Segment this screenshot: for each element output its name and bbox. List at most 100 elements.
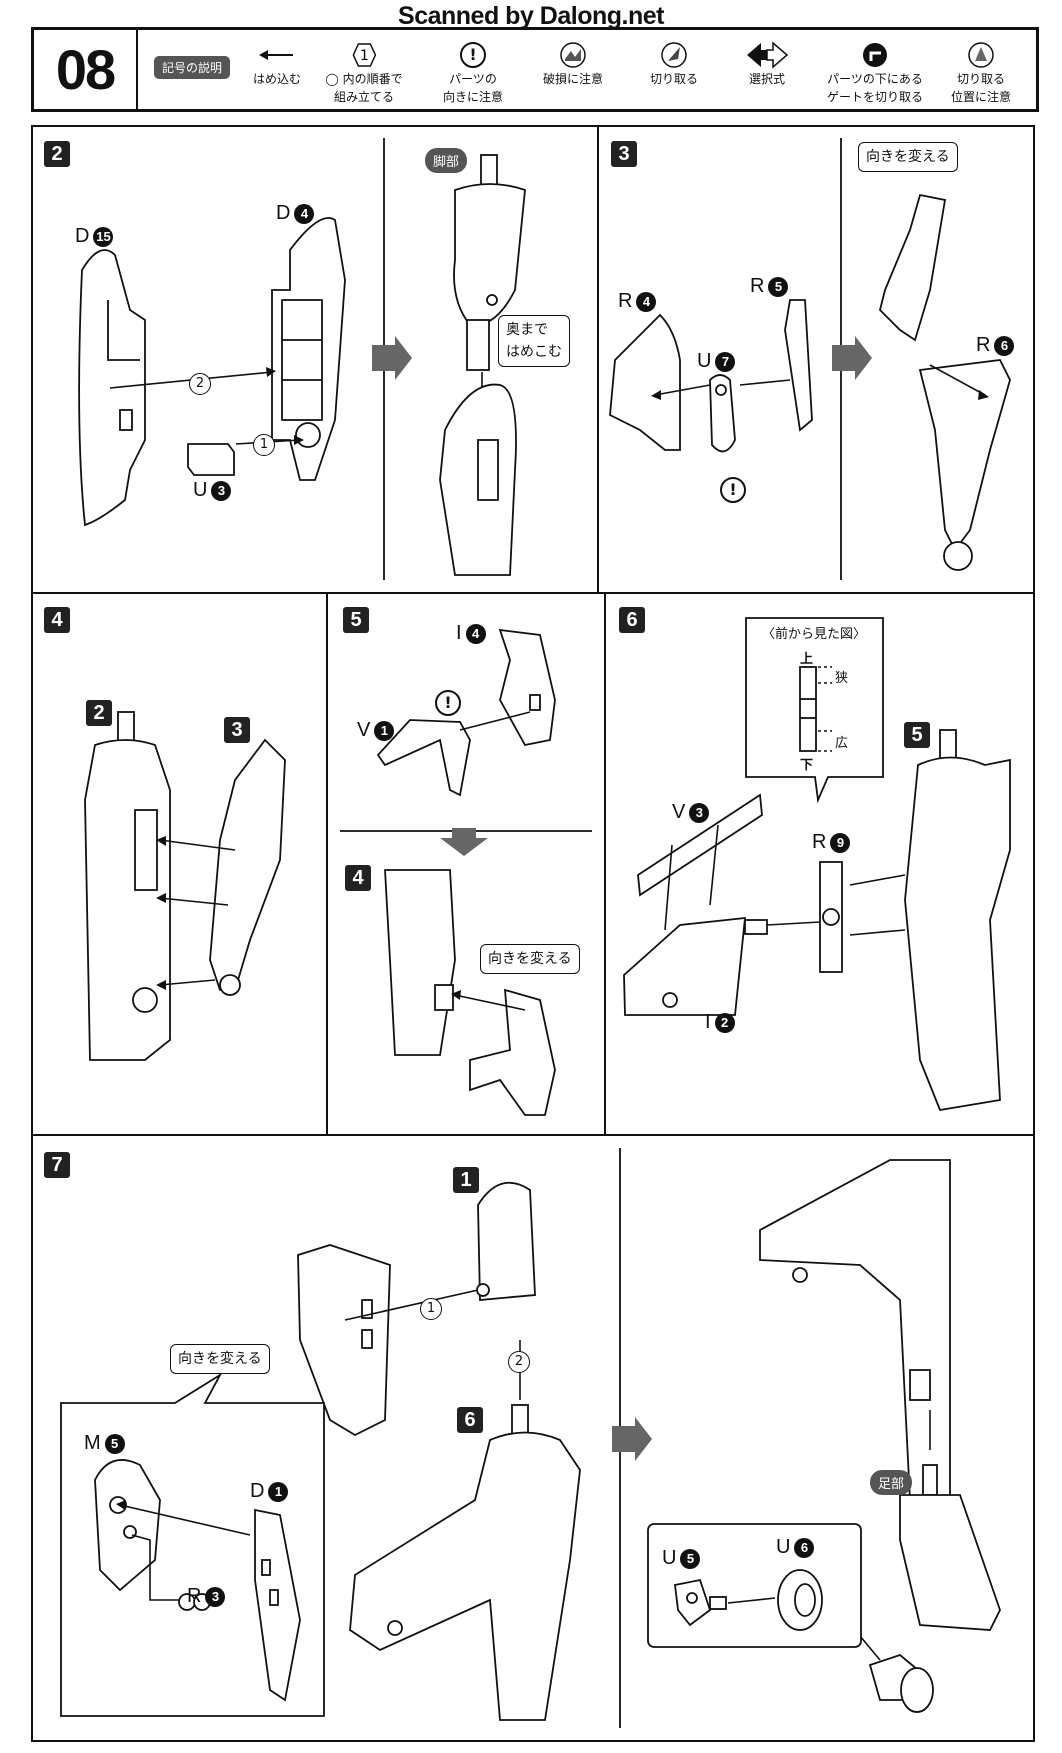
order-number-1: 1 (420, 1298, 442, 1320)
legend-item-gate-cut: パーツの下にあるゲートを切り取る (827, 40, 923, 106)
leg-assembled-with-foot-drawing (759, 1159, 951, 1501)
next-step-arrow (372, 336, 412, 380)
insert-arrow (159, 979, 216, 986)
step-7-panel (31, 1134, 1035, 1742)
part-r5-drawing (784, 299, 813, 432)
wide-label: 広 (835, 736, 849, 751)
cutter-icon (650, 40, 698, 70)
change-direction-callout: 向きを変える (480, 944, 580, 974)
legend-header: 08 記号の説明 はめ込む 1◯ 内の順番で組み立てる !パーツの向きに注意 破… (31, 27, 1039, 112)
step-5-number: 5 (343, 607, 369, 633)
foot-wheel-drawing (868, 1653, 934, 1713)
ref-step-2: 2 (86, 700, 112, 726)
front-view-part (799, 666, 817, 752)
part-d1-drawing (254, 1508, 301, 1702)
order-number-2: 2 (508, 1351, 530, 1373)
breakage-icon (543, 40, 603, 70)
ref-step-5: 5 (904, 722, 930, 748)
front-view-bottom-label: 下 (800, 758, 814, 773)
next-step-arrow (832, 336, 872, 380)
change-direction-callout: 向きを変える (858, 142, 958, 172)
down-arrow (440, 828, 488, 856)
orientation-caution-icon: ! (720, 477, 746, 503)
leg-lower-drawing (439, 383, 517, 576)
part-u7-drawing (709, 374, 736, 453)
leg-badge: 脚部 (425, 148, 468, 173)
front-view-top-label: 上 (800, 652, 814, 667)
page-number: 08 (34, 30, 138, 109)
ref-step-3: 3 (224, 717, 250, 743)
insert-arrow (119, 1504, 251, 1536)
legend-item-orientation: !パーツの向きに注意 (443, 40, 503, 106)
part-m5-drawing (94, 1459, 161, 1592)
legend-item-optional: 選択式 (745, 40, 789, 88)
gate-cut-icon (827, 40, 923, 70)
insert-arrow (849, 874, 906, 936)
leg-step6-drawing (349, 1404, 581, 1721)
hexagon-number-icon: 1 (325, 40, 402, 70)
order-number-2: 2 (189, 373, 211, 395)
part-1-drawing (476, 1181, 536, 1301)
arrow-left-icon (253, 40, 301, 70)
leg-upper-drawing (453, 154, 526, 371)
foot-badge: 足部 (870, 1470, 913, 1495)
part-u5-drawing (674, 1578, 727, 1627)
part-v1-drawing (376, 719, 471, 797)
step-2-number: 2 (44, 141, 70, 167)
ref-step-4: 4 (345, 865, 371, 891)
part-i4-drawing (498, 628, 556, 747)
part-u6-drawing (777, 1569, 823, 1631)
ref-step-6: 6 (457, 1407, 483, 1433)
leg-assembled-drawing (84, 711, 171, 1061)
step-6-number: 6 (619, 607, 645, 633)
part-i2-drawing (623, 916, 768, 1016)
insert-arrow (131, 1534, 180, 1601)
part-i4-rotated-drawing (469, 988, 556, 1116)
legend-badge: 記号の説明 (154, 56, 231, 79)
next-step-arrow (612, 1417, 652, 1461)
insert-arrow (739, 379, 791, 386)
double-arrow-icon (745, 40, 789, 70)
insert-arrow (654, 384, 711, 396)
step-7-number: 7 (44, 1152, 70, 1178)
narrow-label: 狭 (835, 671, 849, 686)
watermark: Scanned by Dalong.net (398, 2, 664, 30)
svg-text:1: 1 (360, 48, 369, 64)
part-v3-drawing (637, 793, 763, 897)
cut-position-icon (951, 40, 1011, 70)
insert-arrow (459, 711, 531, 731)
legend-item-cut-position: 切り取る位置に注意 (951, 40, 1011, 106)
insert-arrow (929, 364, 986, 396)
insert-arrow (159, 897, 229, 906)
change-direction-callout: 向きを変える (170, 1344, 270, 1374)
legend-item-order: 1◯ 内の順番で組み立てる (325, 40, 403, 106)
ref-step-1: 1 (453, 1167, 479, 1193)
shoulder-armor-drawing (297, 1244, 391, 1437)
insert-arrow (159, 839, 236, 851)
step-3-number: 3 (611, 141, 637, 167)
legend-item-insert: はめ込む (253, 40, 301, 88)
leg-step5-drawing (904, 729, 1011, 1112)
legend-item-breakage: 破損に注意 (543, 40, 603, 88)
push-in-callout: 奥まではめこむ (498, 315, 570, 367)
part-r9-drawing (819, 861, 843, 973)
insert-arrow (344, 1289, 479, 1321)
part-step3-drawing (209, 738, 286, 996)
part-r4-drawing (609, 313, 681, 451)
